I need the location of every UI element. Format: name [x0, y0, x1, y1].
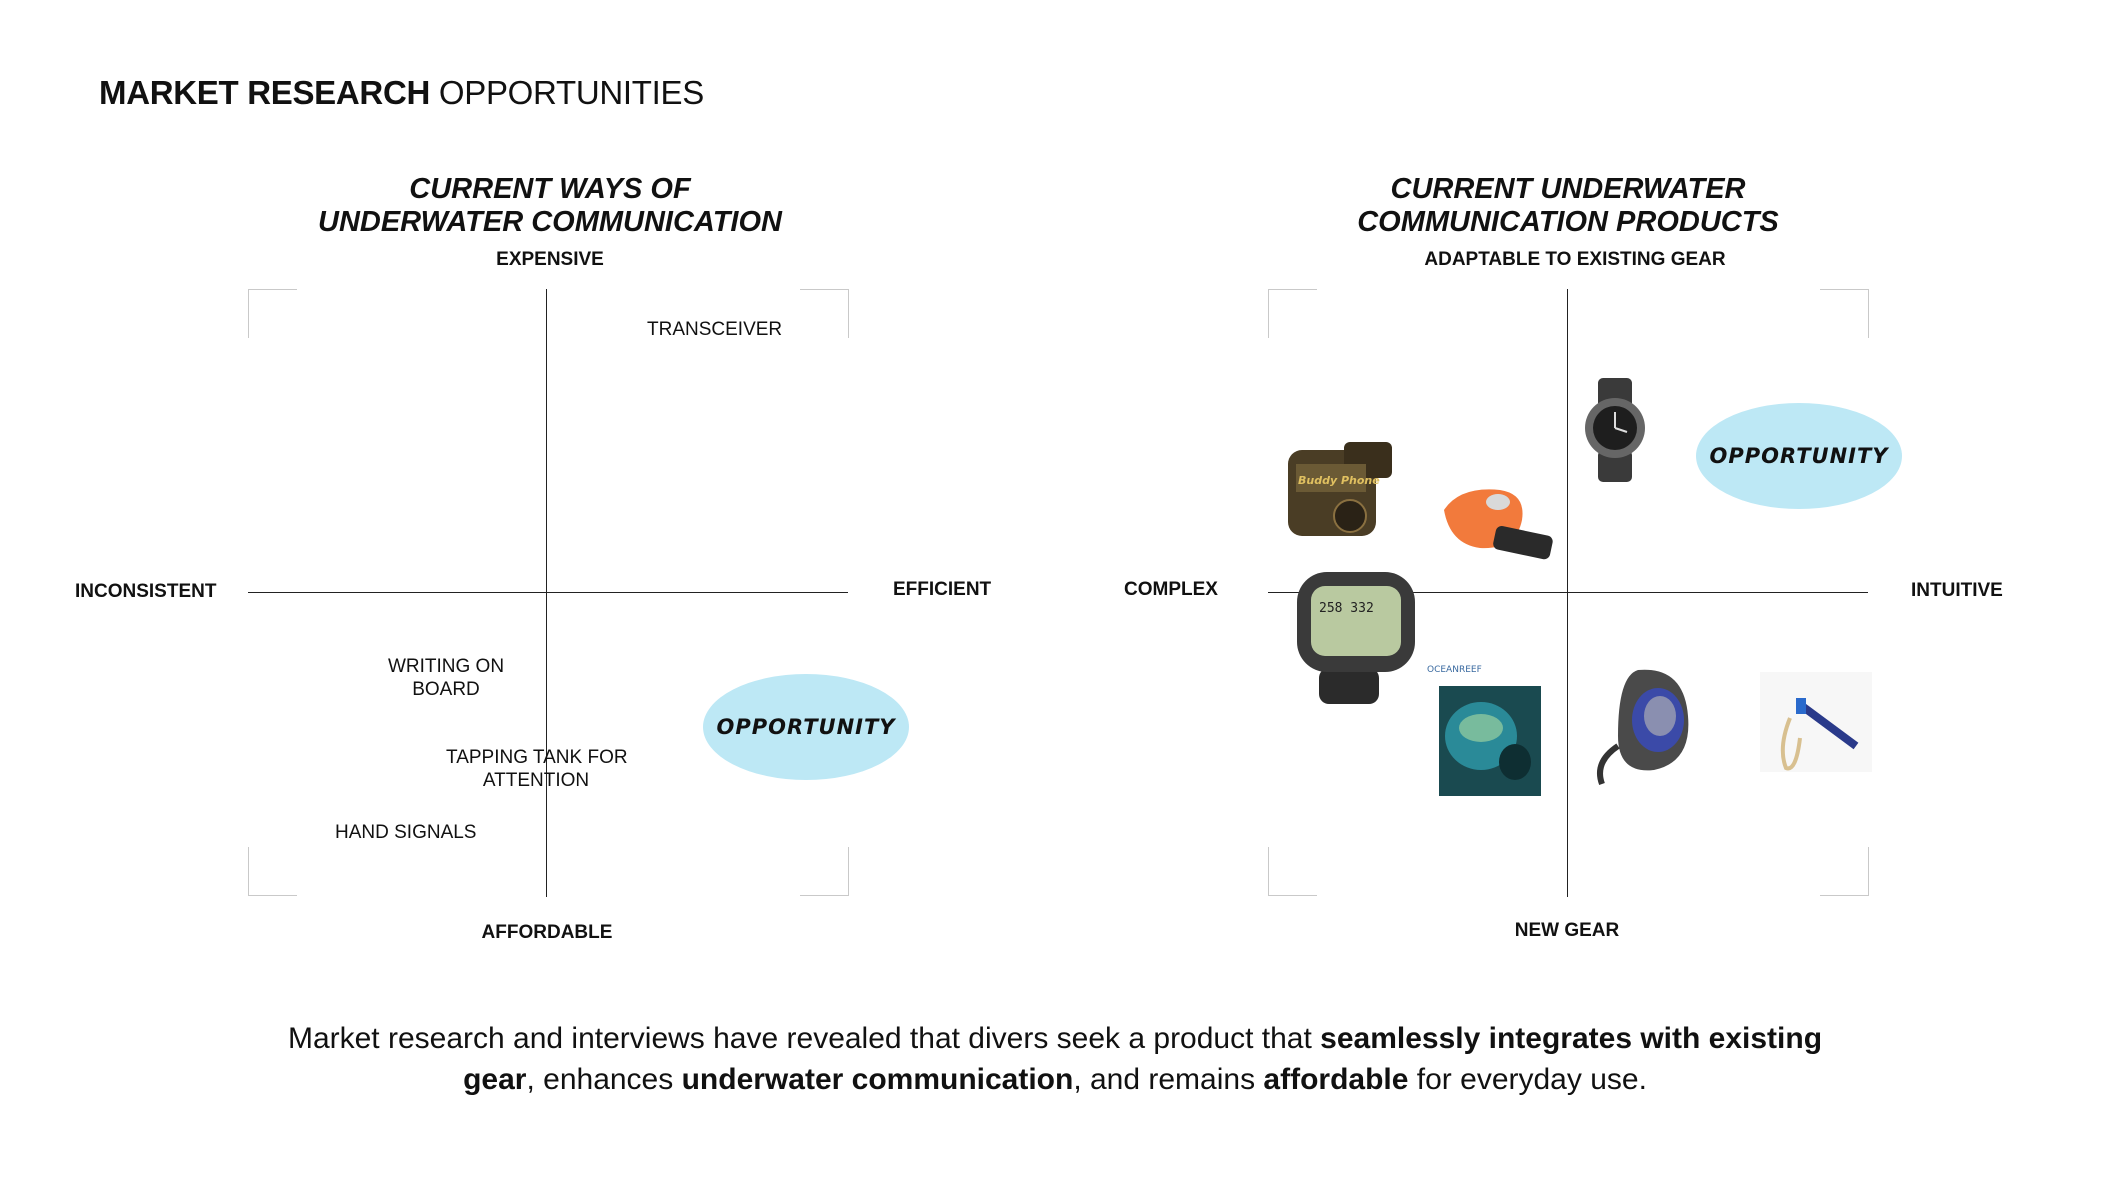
right-chart-title-line2: COMMUNICATION PRODUCTS [1357, 206, 1779, 238]
item-writing-line1: WRITING ON [387, 656, 505, 677]
left-vertical-axis [546, 289, 547, 897]
left-axis-left-label: INCONSISTENT [75, 581, 217, 602]
summary-part-2: , enhances [526, 1063, 682, 1096]
left-chart-title: CURRENT WAYS OF UNDERWATER COMMUNICATION [250, 173, 850, 239]
right-corner-bottom-left [1268, 847, 1317, 896]
left-corner-top-left [248, 289, 297, 338]
dive-watch-image [1580, 378, 1654, 482]
left-axis-top-label: EXPENSIVE [496, 249, 604, 270]
right-chart-title-line1: CURRENT UNDERWATER [1390, 173, 1746, 205]
writing-slate-image [1756, 668, 1876, 776]
page-title-light: OPPORTUNITIES [438, 74, 704, 111]
page-title-bold: MARKET RESEARCH [99, 74, 431, 111]
right-axis-right-label: INTUITIVE [1911, 580, 2003, 601]
right-chart-title: CURRENT UNDERWATER COMMUNICATION PRODUCT… [1268, 173, 1868, 239]
item-writing-line2: BOARD [412, 679, 480, 700]
right-corner-bottom-right [1820, 847, 1869, 896]
summary-part-3: , and remains [1073, 1063, 1264, 1096]
summary-emphasis-2: underwater communication [681, 1063, 1074, 1096]
left-chart-title-line2: UNDERWATER COMMUNICATION [318, 206, 782, 238]
right-axis-top-label: ADAPTABLE TO EXISTING GEAR [1424, 249, 1726, 270]
left-corner-bottom-left [248, 847, 297, 896]
right-axis-left-label: COMPLEX [1124, 579, 1218, 600]
right-corner-top-right [1820, 289, 1869, 338]
summary-emphasis-3: affordable [1263, 1063, 1409, 1096]
right-axis-bottom-label: NEW GEAR [1514, 920, 1620, 941]
oceanreef-label: OCEANREEF [1427, 665, 1482, 675]
page-title: MARKET RESEARCH OPPORTUNITIES [99, 74, 704, 112]
right-opportunity-bubble: OPPORTUNITY [1696, 403, 1902, 509]
left-corner-bottom-right [800, 847, 849, 896]
left-corner-top-right [800, 289, 849, 338]
item-writing-on-board: WRITING ON BOARD [376, 655, 516, 701]
right-horizontal-axis [1268, 592, 1868, 593]
item-tapping-line1: TAPPING TANK FOR [446, 747, 628, 768]
right-vertical-axis [1567, 289, 1568, 897]
summary-text: Market research and interviews have reve… [260, 1018, 1850, 1100]
left-chart-title-line1: CURRENT WAYS OF [409, 173, 691, 205]
summary-part-1: Market research and interviews have reve… [287, 1022, 1321, 1055]
dive-computer-reading: 258 332 [1319, 601, 1374, 616]
left-opportunity-bubble: OPPORTUNITY [703, 674, 909, 780]
right-corner-top-left [1268, 289, 1317, 338]
left-axis-right-label: EFFICIENT [893, 579, 992, 600]
summary-emphasis-1: seamlessly integrates with existing gear [463, 1022, 1823, 1096]
buddy-phone-image: Buddy Phone [1284, 436, 1396, 544]
orange-transceiver-image [1440, 480, 1555, 570]
dive-computer-image: 258 332 [1293, 568, 1421, 706]
left-horizontal-axis [248, 592, 848, 593]
item-tapping-tank: TAPPING TANK FOR ATTENTION [446, 746, 628, 792]
oceanreef-mask-image: OCEANREEF [1425, 662, 1545, 798]
item-transceiver: TRANSCEIVER [647, 319, 783, 340]
item-tapping-line2: ATTENTION [482, 770, 590, 791]
buddy-phone-label: Buddy Phone [1298, 474, 1380, 487]
full-face-mask-image [1588, 666, 1706, 790]
left-axis-bottom-label: AFFORDABLE [481, 922, 613, 943]
summary-part-4: for everyday use. [1408, 1063, 1647, 1096]
item-hand-signals: HAND SIGNALS [335, 822, 477, 843]
